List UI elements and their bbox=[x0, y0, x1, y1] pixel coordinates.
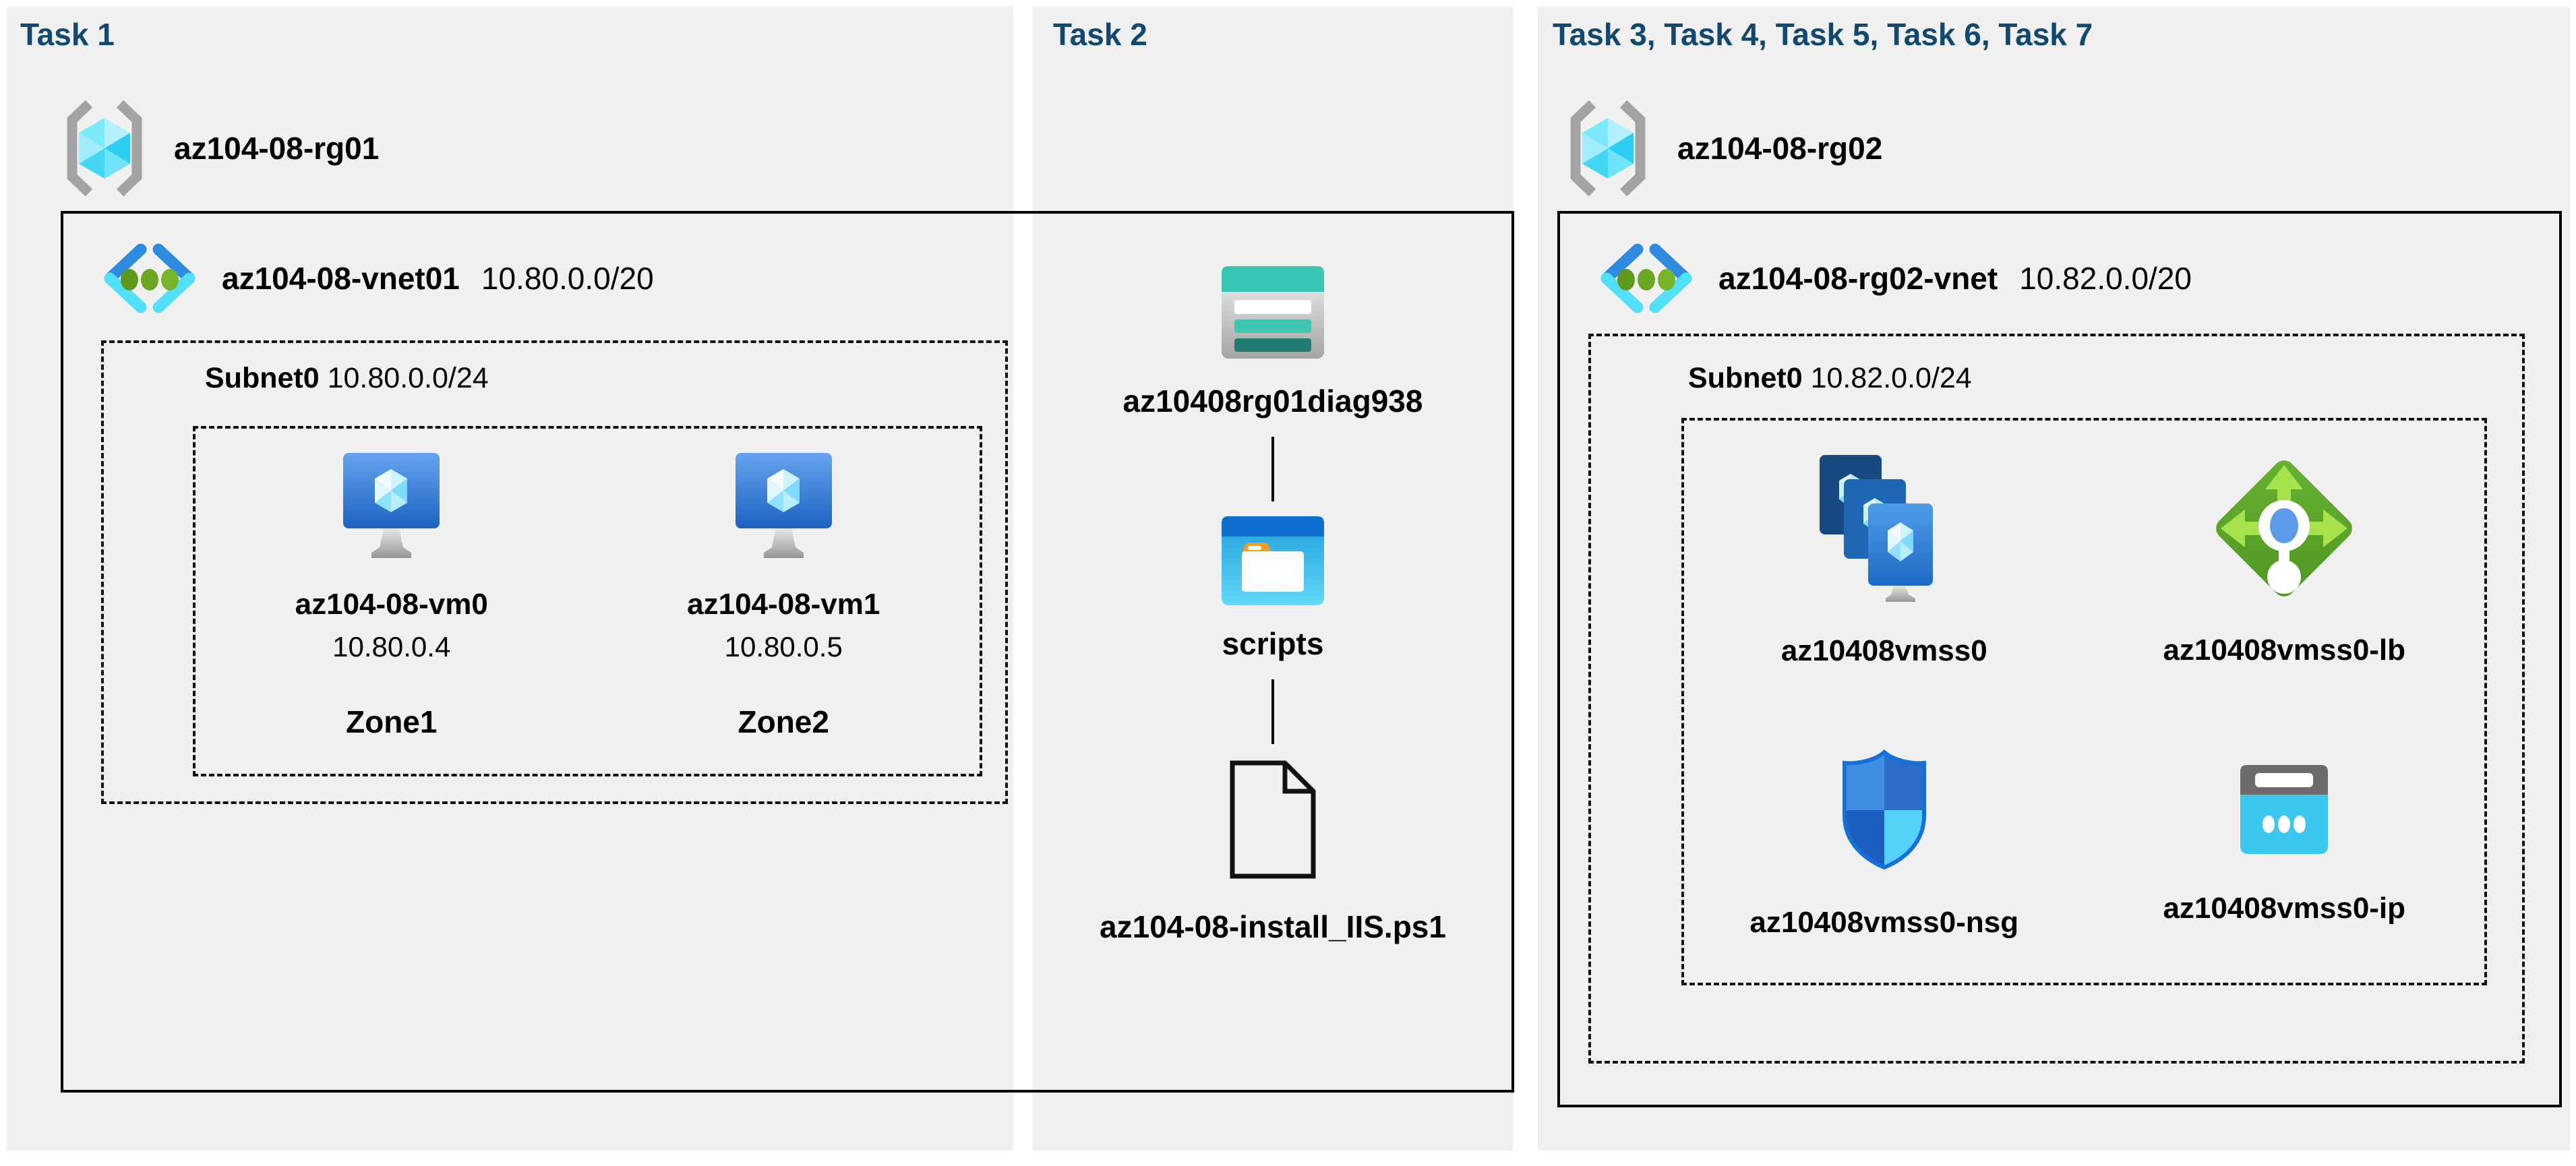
task3-panel bbox=[1538, 7, 2570, 1150]
resource-group-rg01: az104-08-rg01 bbox=[61, 99, 379, 197]
subnet0-name: Subnet0 bbox=[1688, 362, 1803, 394]
nsg-name: az10408vmss0-nsg bbox=[1749, 905, 2019, 939]
vm0-name: az104-08-vm0 bbox=[295, 588, 488, 621]
container-name: scripts bbox=[1222, 626, 1324, 661]
public-ip-item: az10408vmss0-ip bbox=[2085, 702, 2485, 983]
script-file-name: az104-08-install_IIS.ps1 bbox=[1100, 909, 1446, 944]
subnet0-box-vnet01: Subnet0 10.80.0.0/24 bbox=[101, 340, 1008, 804]
storage-account-name: az10408rg01diag938 bbox=[1122, 383, 1423, 419]
vmss-resources-box: az10408vmss0 bbox=[1681, 418, 2487, 985]
load-balancer-item: az10408vmss0-lb bbox=[2085, 421, 2485, 702]
virtual-machine-icon bbox=[343, 453, 440, 561]
virtual-machine-icon bbox=[735, 453, 832, 561]
connector-line bbox=[1271, 679, 1274, 744]
vm0-item: az104-08-vm0 10.80.0.4 Zone1 bbox=[196, 453, 588, 774]
vm0-ip: 10.80.0.4 bbox=[332, 631, 451, 663]
vnet02-boundary-box bbox=[1557, 211, 2562, 1107]
load-balancer-name: az10408vmss0-lb bbox=[2163, 633, 2406, 667]
load-balancer-icon bbox=[2211, 456, 2357, 601]
subnet0-cidr: 10.80.0.0/24 bbox=[327, 362, 489, 394]
virtual-network-icon bbox=[99, 241, 200, 315]
task1-panel bbox=[7, 7, 1013, 1150]
vnet02-header: az104-08-rg02-vnet 10.82.0.0/20 bbox=[1596, 241, 2192, 315]
task1-title: Task 1 bbox=[20, 17, 115, 52]
vnet02-cidr: 10.82.0.0/20 bbox=[2019, 261, 2192, 296]
subnet0-label-vnet02: Subnet0 10.82.0.0/24 bbox=[1688, 362, 1972, 395]
blob-container-folder-icon bbox=[1222, 516, 1324, 605]
resource-group-rg01-label: az104-08-rg01 bbox=[174, 131, 380, 166]
task2-title: Task 2 bbox=[1053, 17, 1147, 52]
resource-group-rg02-label: az104-08-rg02 bbox=[1677, 131, 1883, 166]
connector-line bbox=[1271, 437, 1274, 501]
vm1-ip: 10.80.0.5 bbox=[724, 631, 843, 663]
resource-group-icon bbox=[1564, 99, 1652, 197]
task2-storage-chain: az10408rg01diag938 scripts bbox=[1064, 266, 1482, 945]
subnet0-name: Subnet0 bbox=[205, 362, 320, 394]
vm1-name: az104-08-vm1 bbox=[687, 588, 880, 621]
task3-title: Task 3, Task 4, Task 5, Task 6, Task 7 bbox=[1553, 17, 2093, 52]
vnet01-header: az104-08-vnet01 10.80.0.0/20 bbox=[99, 241, 654, 315]
vmss-item: az10408vmss0 bbox=[1684, 421, 2085, 702]
vm-scale-set-icon bbox=[1817, 454, 1952, 602]
vnet01-boundary-box bbox=[61, 211, 1514, 1093]
resource-group-rg02: az104-08-rg02 bbox=[1564, 99, 1882, 197]
vm1-item: az104-08-vm1 10.80.0.5 Zone2 bbox=[588, 453, 980, 774]
vnet01-cidr: 10.80.0.0/20 bbox=[481, 261, 654, 296]
storage-account-icon bbox=[1222, 266, 1324, 359]
vmss-name: az10408vmss0 bbox=[1780, 634, 1987, 667]
network-security-group-icon bbox=[1833, 745, 1936, 873]
public-ip-name: az10408vmss0-ip bbox=[2163, 891, 2406, 925]
subnet0-label-vnet01: Subnet0 10.80.0.0/24 bbox=[205, 362, 489, 395]
vm1-zone: Zone2 bbox=[738, 704, 829, 739]
public-ip-icon bbox=[2234, 760, 2335, 859]
virtual-network-icon bbox=[1596, 241, 1697, 315]
resource-group-icon bbox=[61, 99, 148, 197]
vm-zone-box: az104-08-vm0 10.80.0.4 Zone1 bbox=[193, 426, 982, 776]
vm0-zone: Zone1 bbox=[346, 704, 438, 739]
subnet0-cidr: 10.82.0.0/24 bbox=[1810, 362, 1972, 394]
nsg-item: az10408vmss0-nsg bbox=[1684, 702, 2085, 983]
file-document-icon bbox=[1228, 759, 1317, 880]
vnet01-name: az104-08-vnet01 bbox=[222, 261, 460, 296]
vnet02-name: az104-08-rg02-vnet bbox=[1718, 261, 1998, 296]
subnet0-box-vnet02: Subnet0 10.82.0.0/24 bbox=[1588, 334, 2525, 1064]
